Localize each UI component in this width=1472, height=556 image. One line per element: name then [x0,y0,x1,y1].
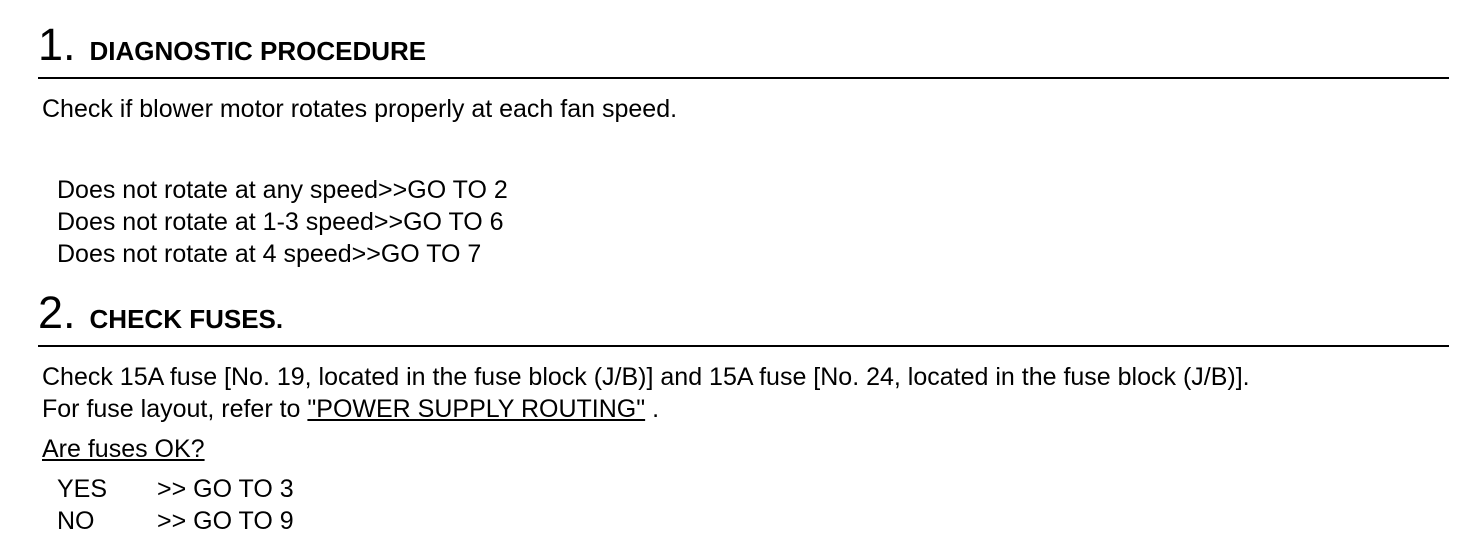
step-2-title: CHECK FUSES. [89,304,284,334]
power-supply-routing-link[interactable]: "POWER SUPPLY ROUTING" [307,395,646,423]
step-1-title: DIAGNOSTIC PROCEDURE [89,36,427,66]
step-1-number: 1. [38,19,76,70]
answer-no-row: NO >> GO TO 9 [57,506,294,536]
step-1-instruction: Check if blower motor rotates properly a… [42,95,678,123]
answer-yes-goto: >> GO TO 3 [157,475,294,503]
step-2-divider [38,345,1449,347]
step-2-number: 2. [38,287,76,338]
answer-yes-label: YES [57,475,108,503]
step-1-result-3: Does not rotate at 4 speed>>GO TO 7 [57,240,482,268]
step-2-instruction: Check 15A fuse [No. 19, located in the f… [42,363,1250,391]
step-1-divider [38,77,1449,79]
step-1-result-1: Does not rotate at any speed>>GO TO 2 [57,176,508,204]
step-1-header: 1. DIAGNOSTIC PROCEDURE [38,22,426,67]
step-1-result-2: Does not rotate at 1-3 speed>>GO TO 6 [57,208,504,236]
refer-prefix: For fuse layout, refer to [42,395,308,423]
answer-yes-row: YES >> GO TO 3 [57,474,294,504]
fuses-ok-question-link[interactable]: Are fuses OK? [42,435,205,463]
step-2-header: 2. CHECK FUSES. [38,290,283,335]
step-2-refer-line: For fuse layout, refer to "POWER SUPPLY … [42,394,659,424]
answer-no-label: NO [57,507,95,535]
refer-suffix: . [645,395,660,423]
answer-no-goto: >> GO TO 9 [157,507,294,535]
